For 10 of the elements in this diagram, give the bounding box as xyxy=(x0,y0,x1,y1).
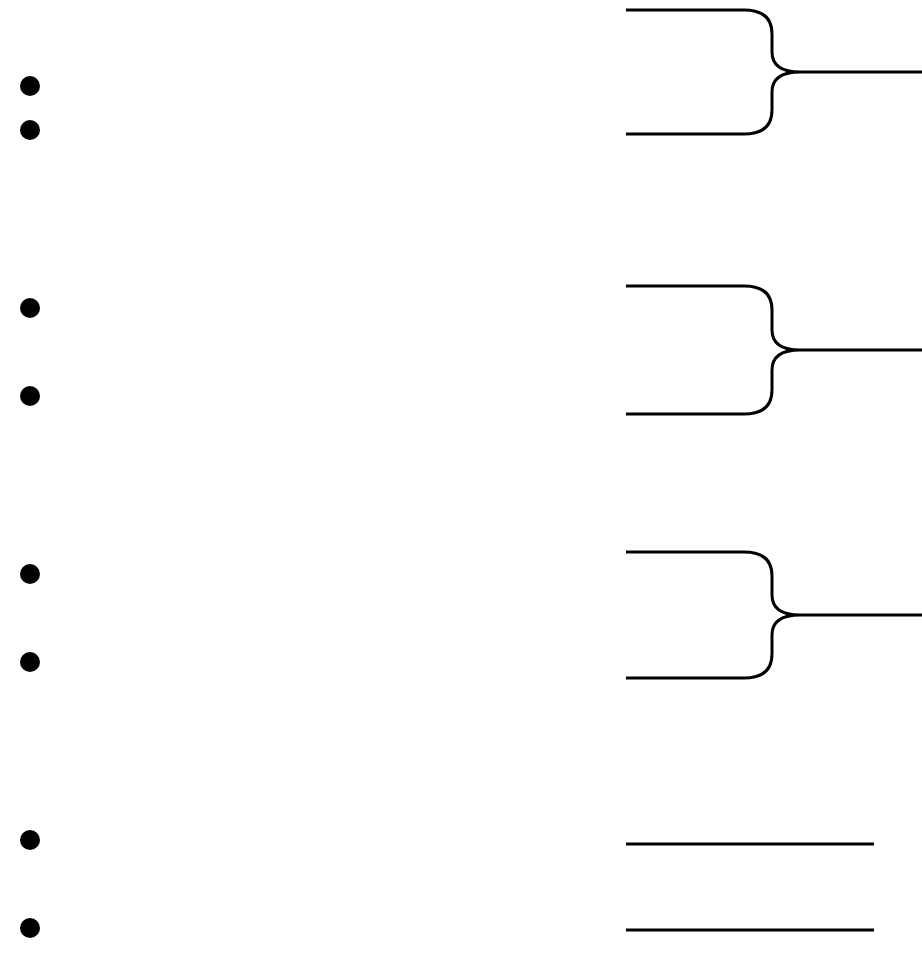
bullet-dot xyxy=(20,652,40,672)
bullet-dot xyxy=(20,386,40,406)
bullet-dot xyxy=(20,564,40,584)
fill-in-line xyxy=(626,928,874,932)
bullet-dot xyxy=(20,120,40,140)
bullet-dot xyxy=(20,918,40,938)
bullet-dot xyxy=(20,76,40,96)
bullet-dot xyxy=(20,298,40,318)
fill-in-line xyxy=(626,842,874,846)
bullet-dot xyxy=(20,830,40,850)
